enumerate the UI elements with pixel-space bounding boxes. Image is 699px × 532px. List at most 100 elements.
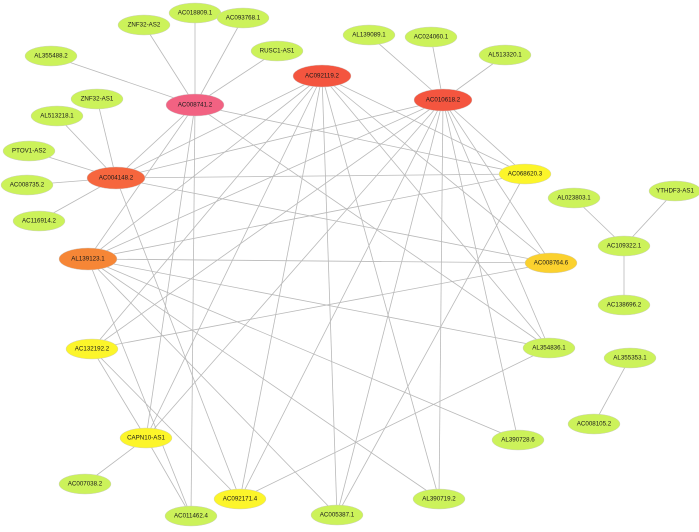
node-shape[interactable] <box>491 429 545 451</box>
node-AC011462.4[interactable]: AC011462.4 <box>164 505 218 527</box>
edge-AC092119.2-AC008764.6 <box>321 75 552 264</box>
edge-AC132192.2-AC092171.4 <box>91 348 241 500</box>
node-label: AC093768.1 <box>226 15 261 22</box>
node-shape[interactable] <box>70 88 124 110</box>
node-shape[interactable] <box>522 337 576 359</box>
node-shape[interactable] <box>412 488 466 510</box>
node-label: AC092171.4 <box>223 496 258 503</box>
node-label: AC138696.2 <box>607 302 642 309</box>
node-shape[interactable] <box>498 163 552 185</box>
edge-AC010618.2-AC132192.2 <box>91 99 444 350</box>
node-AC092171.4[interactable]: AC092171.4 <box>213 488 267 510</box>
edge-AC004148.2-AC068620.3 <box>115 173 526 179</box>
edge-AL355353.1-AC008105.2 <box>593 357 631 425</box>
node-label: AC011462.4 <box>174 513 209 520</box>
node-shape[interactable] <box>310 504 364 526</box>
node-AC004148.2[interactable]: AC004148.2 <box>86 166 146 190</box>
node-label: AC018809.1 <box>178 10 213 17</box>
node-shape[interactable] <box>648 180 699 202</box>
node-shape[interactable] <box>65 338 119 360</box>
node-AC008105.2[interactable]: AC008105.2 <box>567 413 621 435</box>
node-shape[interactable] <box>165 93 225 117</box>
edge-AC092119.2-AL390719.2 <box>321 75 440 500</box>
node-YTHDF3-AS1[interactable]: YTHDF3-AS1 <box>648 180 699 202</box>
node-shape[interactable] <box>0 174 54 196</box>
node-AL390728.6[interactable]: AL390728.6 <box>491 429 545 451</box>
node-AL355353.1[interactable]: AL355353.1 <box>603 347 657 369</box>
edge-AC092119.2-AL354836.1 <box>321 75 550 349</box>
node-shape[interactable] <box>58 473 112 495</box>
node-shape[interactable] <box>86 166 146 190</box>
node-shape[interactable] <box>24 45 78 67</box>
node-shape[interactable] <box>164 505 218 527</box>
node-AC132192.2[interactable]: AC132192.2 <box>65 338 119 360</box>
node-AL354836.1[interactable]: AL354836.1 <box>522 337 576 359</box>
node-PTOV1-AS2[interactable]: PTOV1-AS2 <box>2 140 56 162</box>
node-shape[interactable] <box>213 488 267 510</box>
node-shape[interactable] <box>342 24 396 46</box>
node-shape[interactable] <box>292 64 352 88</box>
node-shape[interactable] <box>2 140 56 162</box>
node-label: AC004148.2 <box>99 175 134 182</box>
node-shape[interactable] <box>12 210 66 232</box>
node-AC116914.2[interactable]: AC116914.2 <box>12 210 66 232</box>
edge-AC005387.1-AC068620.3 <box>336 173 526 516</box>
edge-AC004148.2-ZNF32-AS1 <box>96 98 117 179</box>
node-shape[interactable] <box>567 413 621 435</box>
node-AC109322.1[interactable]: AC109322.1 <box>597 235 651 257</box>
node-AC068620.3[interactable]: AC068620.3 <box>498 163 552 185</box>
node-shape[interactable] <box>250 40 304 62</box>
node-AC010618.2[interactable]: AC010618.2 <box>413 88 473 112</box>
node-label: AC008741.2 <box>178 102 213 109</box>
node-ZNF32-AS1[interactable]: ZNF32-AS1 <box>70 88 124 110</box>
node-label: AC109322.1 <box>607 243 642 250</box>
node-AC018809.1[interactable]: AC018809.1 <box>168 2 222 24</box>
node-shape[interactable] <box>216 7 270 29</box>
node-ZNF32-AS2[interactable]: ZNF32-AS2 <box>117 14 171 36</box>
node-CAPN10-AS1[interactable]: CAPN10-AS1 <box>119 427 173 449</box>
edge-AC132192.2-CAPN10-AS1 <box>91 348 147 439</box>
node-label: AL139123.1 <box>71 256 105 263</box>
edge-AC092119.2-CAPN10-AS1 <box>145 75 323 439</box>
node-AC008764.6[interactable]: AC008764.6 <box>524 252 578 274</box>
edge-AC010618.2-AC004148.2 <box>115 99 444 179</box>
node-shape[interactable] <box>30 105 84 127</box>
node-RUSC1-AS1[interactable]: RUSC1-AS1 <box>250 40 304 62</box>
node-label: CAPN10-AS1 <box>127 435 165 442</box>
node-shape[interactable] <box>547 187 601 209</box>
node-label: ZNF32-AS1 <box>81 96 114 103</box>
node-AL355488.2[interactable]: AL355488.2 <box>24 45 78 67</box>
node-AL513320.1[interactable]: AL513320.1 <box>478 44 532 66</box>
edge-AC004148.2-AC092171.4 <box>115 177 241 500</box>
node-shape[interactable] <box>524 252 578 274</box>
node-shape[interactable] <box>597 235 651 257</box>
node-AC005387.1[interactable]: AC005387.1 <box>310 504 364 526</box>
node-AL023803.1[interactable]: AL023803.1 <box>547 187 601 209</box>
node-shape[interactable] <box>478 44 532 66</box>
edge-AC010618.2-AL354836.1 <box>442 99 550 349</box>
node-AC138696.2[interactable]: AC138696.2 <box>597 294 651 316</box>
edge-AL139123.1-AL354836.1 <box>87 258 550 349</box>
node-shape[interactable] <box>597 294 651 316</box>
edge-AL139123.1-AC011462.4 <box>87 258 192 517</box>
node-shape[interactable] <box>413 88 473 112</box>
node-AC093768.1[interactable]: AC093768.1 <box>216 7 270 29</box>
node-AL139089.1[interactable]: AL139089.1 <box>342 24 396 46</box>
node-AC007038.2[interactable]: AC007038.2 <box>58 473 112 495</box>
edge-AL139123.1-AL390719.2 <box>87 258 440 500</box>
node-shape[interactable] <box>117 14 171 36</box>
node-shape[interactable] <box>603 347 657 369</box>
node-AC024060.1[interactable]: AC024060.1 <box>404 26 458 48</box>
node-label: AL354836.1 <box>532 345 566 352</box>
node-AC092119.2[interactable]: AC092119.2 <box>292 64 352 88</box>
node-AC008741.2[interactable]: AC008741.2 <box>165 93 225 117</box>
edge-AC010618.2-CAPN10-AS1 <box>145 99 444 439</box>
node-shape[interactable] <box>119 427 173 449</box>
node-AL390719.2[interactable]: AL390719.2 <box>412 488 466 510</box>
node-AL139123.1[interactable]: AL139123.1 <box>58 247 118 271</box>
node-shape[interactable] <box>404 26 458 48</box>
node-shape[interactable] <box>58 247 118 271</box>
node-AL513218.1[interactable]: AL513218.1 <box>30 105 84 127</box>
node-AC008735.2[interactable]: AC008735.2 <box>0 174 54 196</box>
